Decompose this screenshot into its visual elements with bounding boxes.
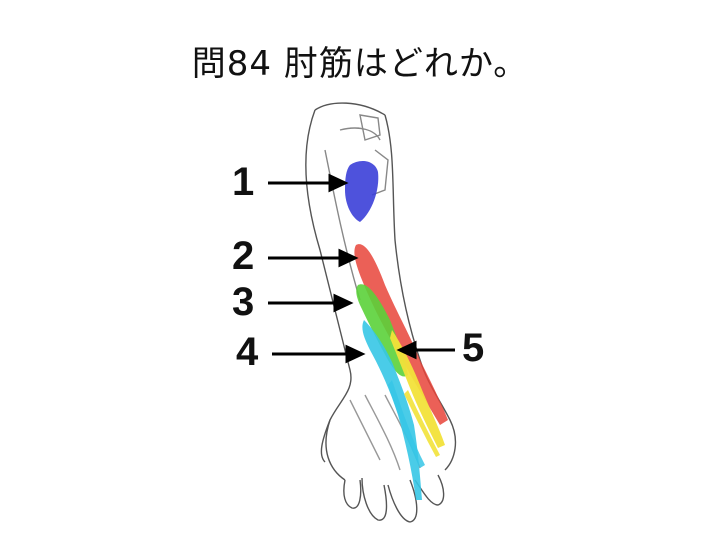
muscle-4-cyan: [362, 320, 422, 500]
muscle-1-blue: [345, 160, 379, 222]
muscle-5-yellow: [390, 330, 445, 448]
callout-label-2: 2: [232, 234, 255, 278]
question-title: 問84 肘筋はどれか。: [191, 44, 529, 84]
callout-label-5: 5: [462, 326, 485, 370]
callout-label-4: 4: [236, 330, 259, 374]
callout-label-3: 3: [232, 280, 255, 324]
muscle-4-cyan-tendon: [388, 380, 425, 468]
muscle-2-red: [354, 244, 448, 425]
muscle-3-green: [356, 284, 408, 377]
muscle-5-yellow-tendon: [404, 390, 440, 457]
arrows: [268, 173, 455, 364]
callout-label-1: 1: [232, 160, 255, 204]
